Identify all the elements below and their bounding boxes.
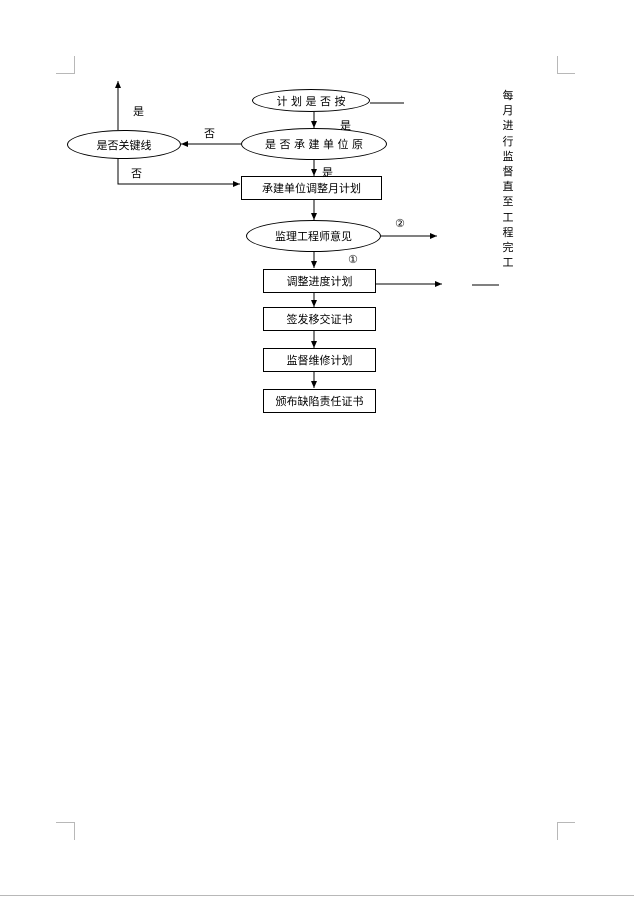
crop-mark-top-left: [74, 56, 75, 74]
label-yes-up: 是: [133, 105, 144, 118]
label-circle-two: ②: [395, 217, 405, 230]
node-supervise-repair: 监督维修计划: [263, 348, 376, 372]
node-contractor-adjust: 承建单位调整月计划: [241, 176, 382, 200]
node-issue-defect: 颁布缺陷责任证书: [263, 389, 376, 413]
label-no-top: 否: [204, 127, 215, 140]
node-adjust-schedule: 调整进度计划: [263, 269, 376, 293]
label-yes-mid: 是: [340, 119, 351, 132]
node-plan-check: 计 划 是 否 按: [252, 89, 370, 112]
crop-mark-top-right: [557, 73, 575, 74]
node-key-line: 是否关键线: [67, 130, 181, 159]
node-contractor-check: 是 否 承 建 单 位 原: [241, 128, 387, 160]
crop-mark-top-left: [56, 73, 74, 74]
label-no-left: 否: [131, 167, 142, 180]
crop-mark-top-right: [557, 56, 558, 74]
crop-mark-bottom-left: [56, 822, 74, 823]
node-engineer-opinion: 监理工程师意见: [246, 220, 381, 252]
arrow-keyline-to-adjust: [117, 159, 240, 187]
label-yes-below: 是: [322, 166, 333, 179]
side-note-vertical: 每月进行监督直至工程完工: [502, 89, 514, 270]
page-bottom-edge: [0, 895, 634, 896]
crop-mark-bottom-right: [557, 822, 558, 840]
node-sign-handover: 签发移交证书: [263, 307, 376, 331]
label-circle-one: ①: [348, 253, 358, 266]
crop-mark-bottom-left: [74, 822, 75, 840]
crop-mark-bottom-right: [557, 822, 575, 823]
